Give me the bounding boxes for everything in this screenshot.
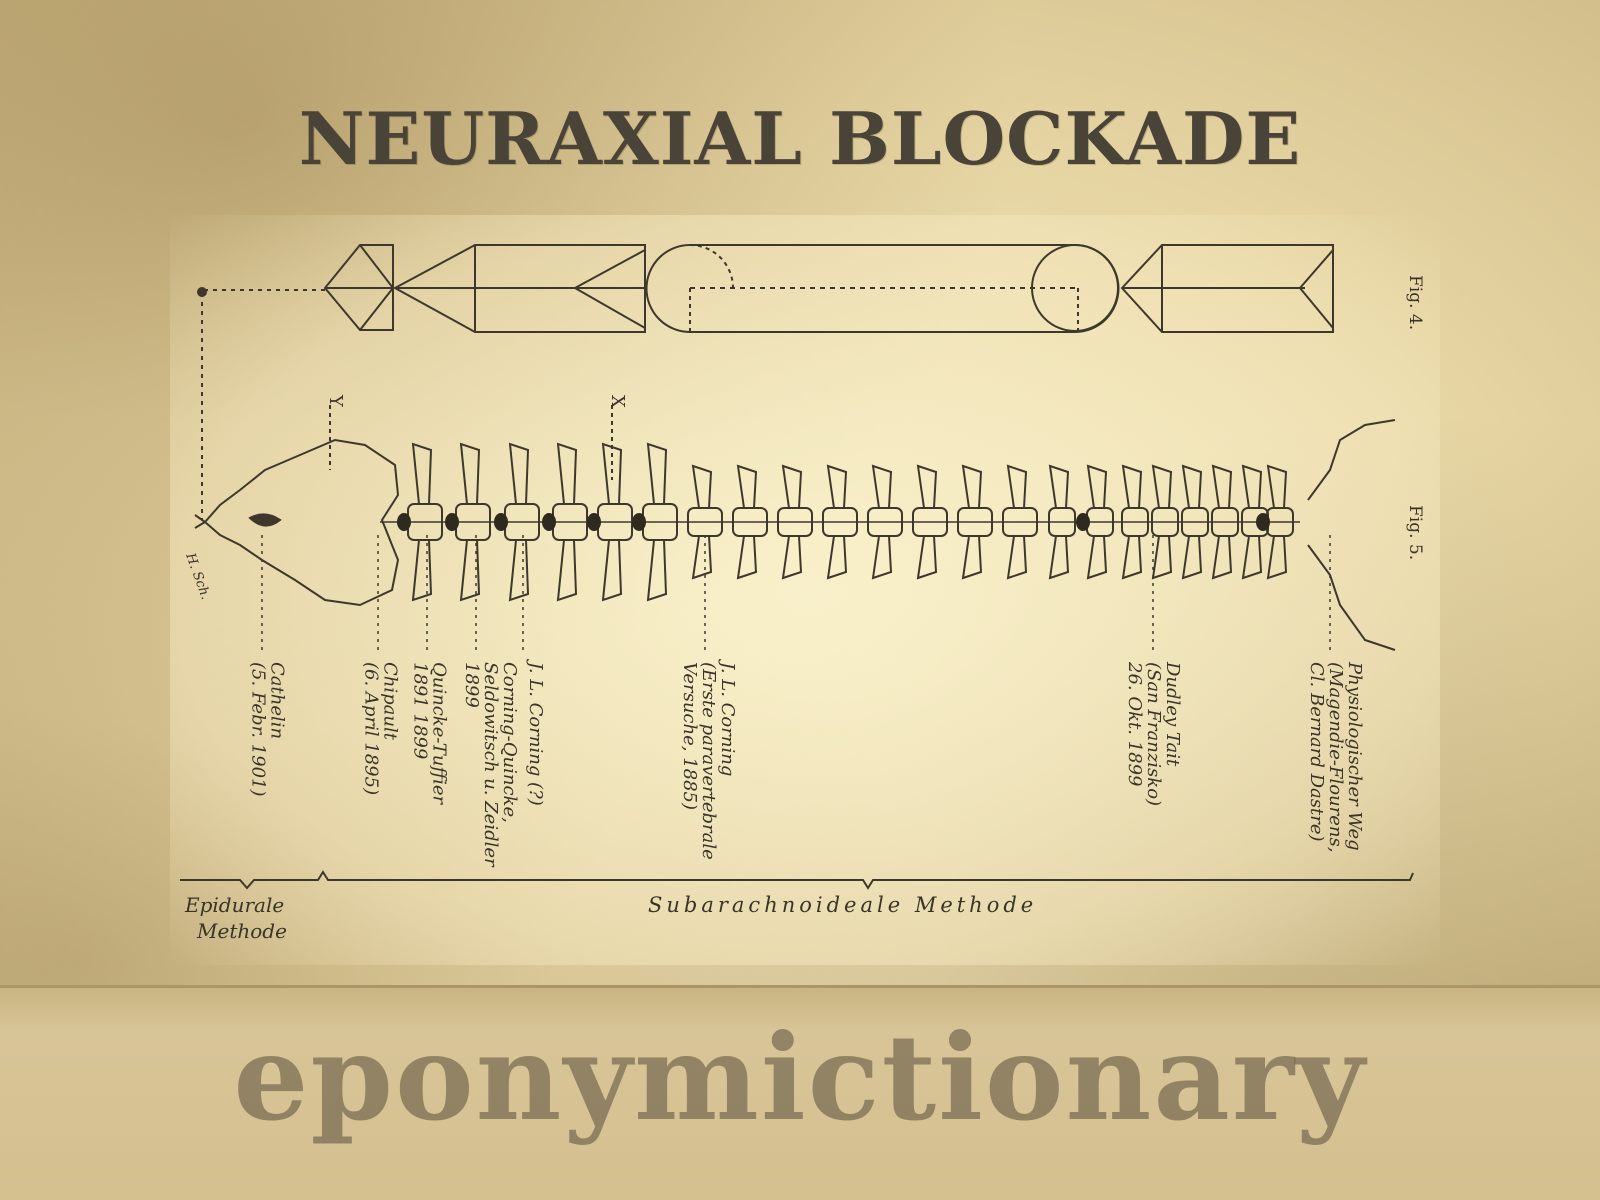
vertebra-process [1086,464,1108,580]
annotation-line: Corning-Quincke, [499,662,520,823]
annotation-line: Versuche, 1885) [679,662,700,810]
vertebra-process [1006,464,1028,580]
vertebra-process [1048,464,1070,580]
annotation-label: Cathelin(5. Febr. 1901) [248,662,288,797]
annotation-line: (6. April 1895) [361,662,382,795]
bracket-left-label-line2: Methode [196,919,287,943]
annotation-line: Dudley Tait [1162,661,1183,767]
vertebra-process [459,442,481,602]
injection-site-marker [397,513,411,531]
vertebra [732,507,768,537]
annotation-label: Dudley Tait(San Franzisko)26. Okt. 1899 [1124,661,1183,806]
annotation-label: J. L. Corning (?) [525,658,546,806]
marker-x: X [607,395,628,408]
annotation-line: (San Franzisko) [1143,662,1164,806]
vertebra-process [691,464,713,580]
vertebra-process [411,442,433,602]
vertebra-process [1211,464,1233,580]
annotation-line: Chipault [380,662,401,741]
annotation-line: 1899 [461,662,482,708]
vertebra-process [736,464,758,580]
spine-drawing [180,419,1414,890]
annotation-label: Physiologischer Weg(Magendie-Flourens,Cl… [1306,661,1365,852]
marker-y: Y [325,394,346,408]
fig4-needle-drawing [323,244,1334,333]
vertebra [1048,507,1076,537]
brand-band [0,985,1600,1200]
vertebra-process [1181,464,1203,580]
illustration-plate [170,215,1440,965]
vertebra [867,507,903,537]
vertebra-process [1121,464,1143,580]
injection-site-marker [587,513,601,531]
annotation-label: Chipault(6. April 1895) [361,662,401,795]
vertebra [1121,507,1149,537]
annotation-label: Corning-Quincke,Seldowitsch u. Zeidler18… [461,662,520,868]
fig4-label: Fig. 4. [1405,275,1425,330]
annotation-line: Cl. Bernard Dastre) [1306,662,1327,842]
annotations-group: Cathelin(5. Febr. 1901) Chipault(6. April… [248,658,1366,868]
annotation-line: Cathelin [267,662,288,739]
injection-site-marker [494,513,508,531]
injection-site-marker [445,513,459,531]
annotation-line: Physiologischer Weg [1344,661,1365,851]
vertebra-process [1241,464,1263,580]
vertebra [1211,507,1239,537]
vertebra [912,507,948,537]
vertebra-process [826,464,848,580]
vertebra-process [556,442,578,602]
vertebrae-group [397,442,1294,602]
injection-site-marker [542,513,556,531]
injection-site-marker [1076,513,1090,531]
annotation-line: Quincke-Tuffier [429,662,450,806]
vertebra-process [508,442,530,602]
vertebra-process [646,442,668,602]
brand-wordmark: eponymictionary [233,1008,1367,1147]
vertebra [1002,507,1038,537]
signature: H. Sch. [182,550,213,601]
vertebra [1151,507,1179,537]
annotation-line: J. L. Corning [717,658,738,776]
vertebra [687,507,723,537]
vertebra-process [1266,464,1288,580]
annotation-line: 26. Okt. 1899 [1124,661,1145,787]
vertebra-process [871,464,893,580]
bracket-right-label: Subarachnoideale Methode [648,893,1037,917]
vertebra [822,507,858,537]
annotation-line: 1891 1899 [410,662,431,759]
vertebra-process [1151,464,1173,580]
vertebra-process [601,442,623,602]
annotation-line: (Erste paravertebrale [698,662,719,860]
bracket-left-label-line1: Epidurale [184,893,284,917]
vertebra [957,507,993,537]
vertebra [777,507,813,537]
vertebra-process [916,464,938,580]
injection-site-marker [1256,513,1270,531]
annotation-label: J. L. Corning(Erste paravertebraleVersuc… [679,658,738,860]
annotation-line: J. L. Corning (?) [525,658,546,806]
vertebra-process [961,464,983,580]
annotation-line: (Magendie-Flourens, [1325,662,1346,852]
annotation-line: Seldowitsch u. Zeidler [480,662,501,868]
fig5-label: Fig. 5. [1405,505,1425,560]
page-title: NEURAXIAL BLOCKADE [298,96,1302,181]
injection-site-marker [632,513,646,531]
spine-illustration: Fig. 4. Fig. 5. Y X H. Sch. Epidurale Me… [180,244,1425,943]
vertebra [1181,507,1209,537]
annotation-line: (5. Febr. 1901) [248,662,269,797]
vertebra-process [781,464,803,580]
